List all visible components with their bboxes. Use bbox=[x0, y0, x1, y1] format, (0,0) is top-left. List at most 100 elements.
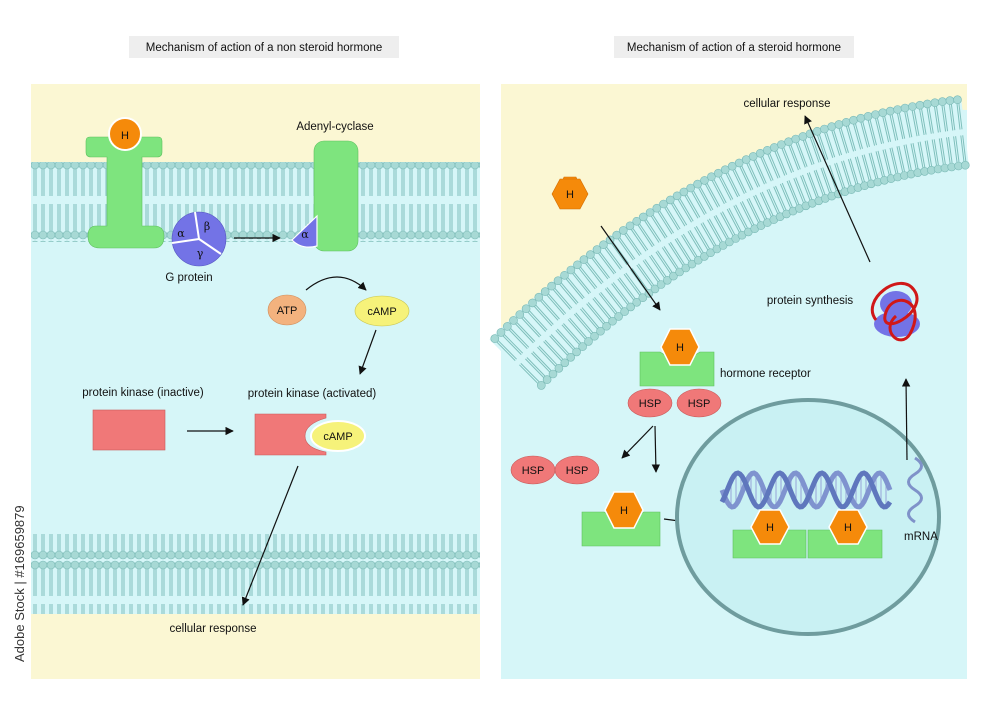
phospholipid bbox=[618, 226, 666, 289]
phospholipid bbox=[769, 143, 804, 213]
phospholipid bbox=[560, 270, 611, 331]
phospholipid bbox=[553, 276, 605, 336]
alpha-subunit: α bbox=[177, 227, 185, 240]
svg-text:H: H bbox=[676, 342, 684, 354]
svg-text:HSP: HSP bbox=[639, 398, 662, 410]
activated-receptor: H bbox=[581, 491, 661, 547]
phospholipid bbox=[748, 152, 785, 221]
phospholipid bbox=[878, 108, 903, 182]
svg-text:HSP: HSP bbox=[688, 398, 711, 410]
phospholipid bbox=[612, 230, 660, 294]
kinase-activated-label: protein kinase (activated) bbox=[248, 388, 377, 400]
phospholipid bbox=[490, 334, 546, 390]
extracellular-space-right bbox=[501, 84, 967, 340]
hsp-protein bbox=[627, 388, 673, 418]
g-protein: α β γ bbox=[171, 211, 227, 267]
arrow-to-cellular-response bbox=[241, 465, 299, 606]
svg-text:HSP: HSP bbox=[522, 465, 545, 477]
phospholipid bbox=[515, 310, 570, 368]
hsp-protein bbox=[676, 388, 722, 418]
stock-watermark: Adobe Stock | #169659879 bbox=[12, 505, 27, 662]
phospholipid bbox=[945, 96, 963, 171]
phospholipid bbox=[762, 146, 798, 216]
mrna-strand bbox=[907, 456, 923, 524]
phospholipid bbox=[509, 316, 564, 373]
alpha-subunit-active: α bbox=[291, 214, 318, 248]
hormone-ligand: H bbox=[108, 117, 142, 151]
phospholipid bbox=[665, 195, 709, 261]
right-panel: Mechanism of action of a steroid hormone… bbox=[489, 36, 970, 679]
svg-text:cAMP: cAMP bbox=[367, 306, 396, 318]
arrow-to-ribosome bbox=[901, 378, 911, 461]
svg-text:α: α bbox=[301, 228, 309, 241]
dna-strand bbox=[719, 470, 893, 510]
dna-strand bbox=[719, 470, 893, 510]
arrow-receptor-activation bbox=[651, 425, 661, 473]
phospholipid bbox=[638, 212, 684, 277]
hormone-receptor-complex: H HSP HSP bbox=[627, 328, 722, 418]
phospholipid bbox=[652, 203, 697, 269]
phospholipid bbox=[805, 129, 837, 201]
left-title-box bbox=[129, 36, 399, 58]
dna-double-helix bbox=[719, 470, 893, 510]
phospholipid bbox=[893, 105, 916, 179]
nucleus bbox=[675, 398, 941, 636]
left-panel: Mechanism of action of a non steroid hor… bbox=[31, 36, 480, 679]
protein-synthesis-label: protein synthesis bbox=[767, 295, 854, 307]
protein-kinase-activated bbox=[254, 413, 327, 456]
steroid-hormone-free: H bbox=[551, 176, 589, 210]
svg-text:HSP: HSP bbox=[566, 465, 589, 477]
phospholipid bbox=[777, 140, 811, 211]
phospholipid bbox=[834, 120, 863, 192]
hormone-receptor-label: hormone receptor bbox=[720, 368, 811, 380]
phospholipid bbox=[849, 115, 876, 189]
phospholipid bbox=[820, 124, 850, 196]
arrow-hsp-release bbox=[621, 425, 654, 459]
extracellular-space-bottom bbox=[31, 612, 480, 679]
phospholipid bbox=[592, 245, 642, 307]
phospholipid bbox=[632, 217, 678, 281]
phospholipid bbox=[720, 165, 760, 233]
phospholipid bbox=[528, 298, 581, 357]
phospholipid bbox=[953, 95, 970, 170]
phospholipid bbox=[871, 110, 896, 183]
phospholipid bbox=[599, 240, 648, 303]
phospholipid bbox=[923, 99, 943, 174]
beta-subunit: β bbox=[204, 220, 210, 233]
phospholipid bbox=[755, 149, 791, 219]
phospholipid bbox=[625, 221, 672, 285]
protein-chain bbox=[870, 282, 919, 342]
svg-text:H: H bbox=[620, 505, 628, 517]
phospholipid bbox=[496, 328, 552, 384]
released-hsp-pair: HSP HSP bbox=[510, 455, 600, 485]
phospholipid bbox=[734, 158, 772, 227]
phospholipid bbox=[841, 118, 869, 190]
svg-text:cAMP: cAMP bbox=[323, 431, 352, 443]
right-title-box bbox=[614, 36, 854, 58]
arrow-atp-to-camp bbox=[305, 276, 367, 291]
membrane-receptor bbox=[85, 136, 165, 249]
phospholipid bbox=[579, 255, 629, 316]
adenyl-cyclase-label: Adenyl-cyclase bbox=[296, 121, 373, 133]
left-cellular-response-label: cellular response bbox=[170, 623, 257, 635]
atp-molecule: ATP bbox=[267, 294, 307, 326]
phospholipid bbox=[540, 287, 593, 346]
phospholipid bbox=[938, 97, 957, 172]
kinase-inactive-label: protein kinase (inactive) bbox=[82, 387, 204, 399]
gamma-subunit: γ bbox=[197, 247, 204, 260]
bound-hormone bbox=[660, 328, 700, 366]
phospholipid bbox=[707, 172, 747, 240]
cytoplasm bbox=[31, 242, 480, 538]
phospholipid bbox=[885, 106, 909, 180]
phospholipid bbox=[930, 98, 950, 173]
arrow-hormone-entry bbox=[600, 225, 661, 311]
phospholipid bbox=[798, 132, 830, 203]
phospholipid bbox=[713, 168, 753, 237]
phospholipid bbox=[908, 102, 929, 176]
phospholipid bbox=[693, 179, 734, 247]
svg-text:H: H bbox=[566, 189, 574, 201]
phospholipid bbox=[863, 112, 889, 185]
adenyl-cyclase bbox=[313, 140, 359, 252]
phospholipid bbox=[659, 199, 703, 265]
